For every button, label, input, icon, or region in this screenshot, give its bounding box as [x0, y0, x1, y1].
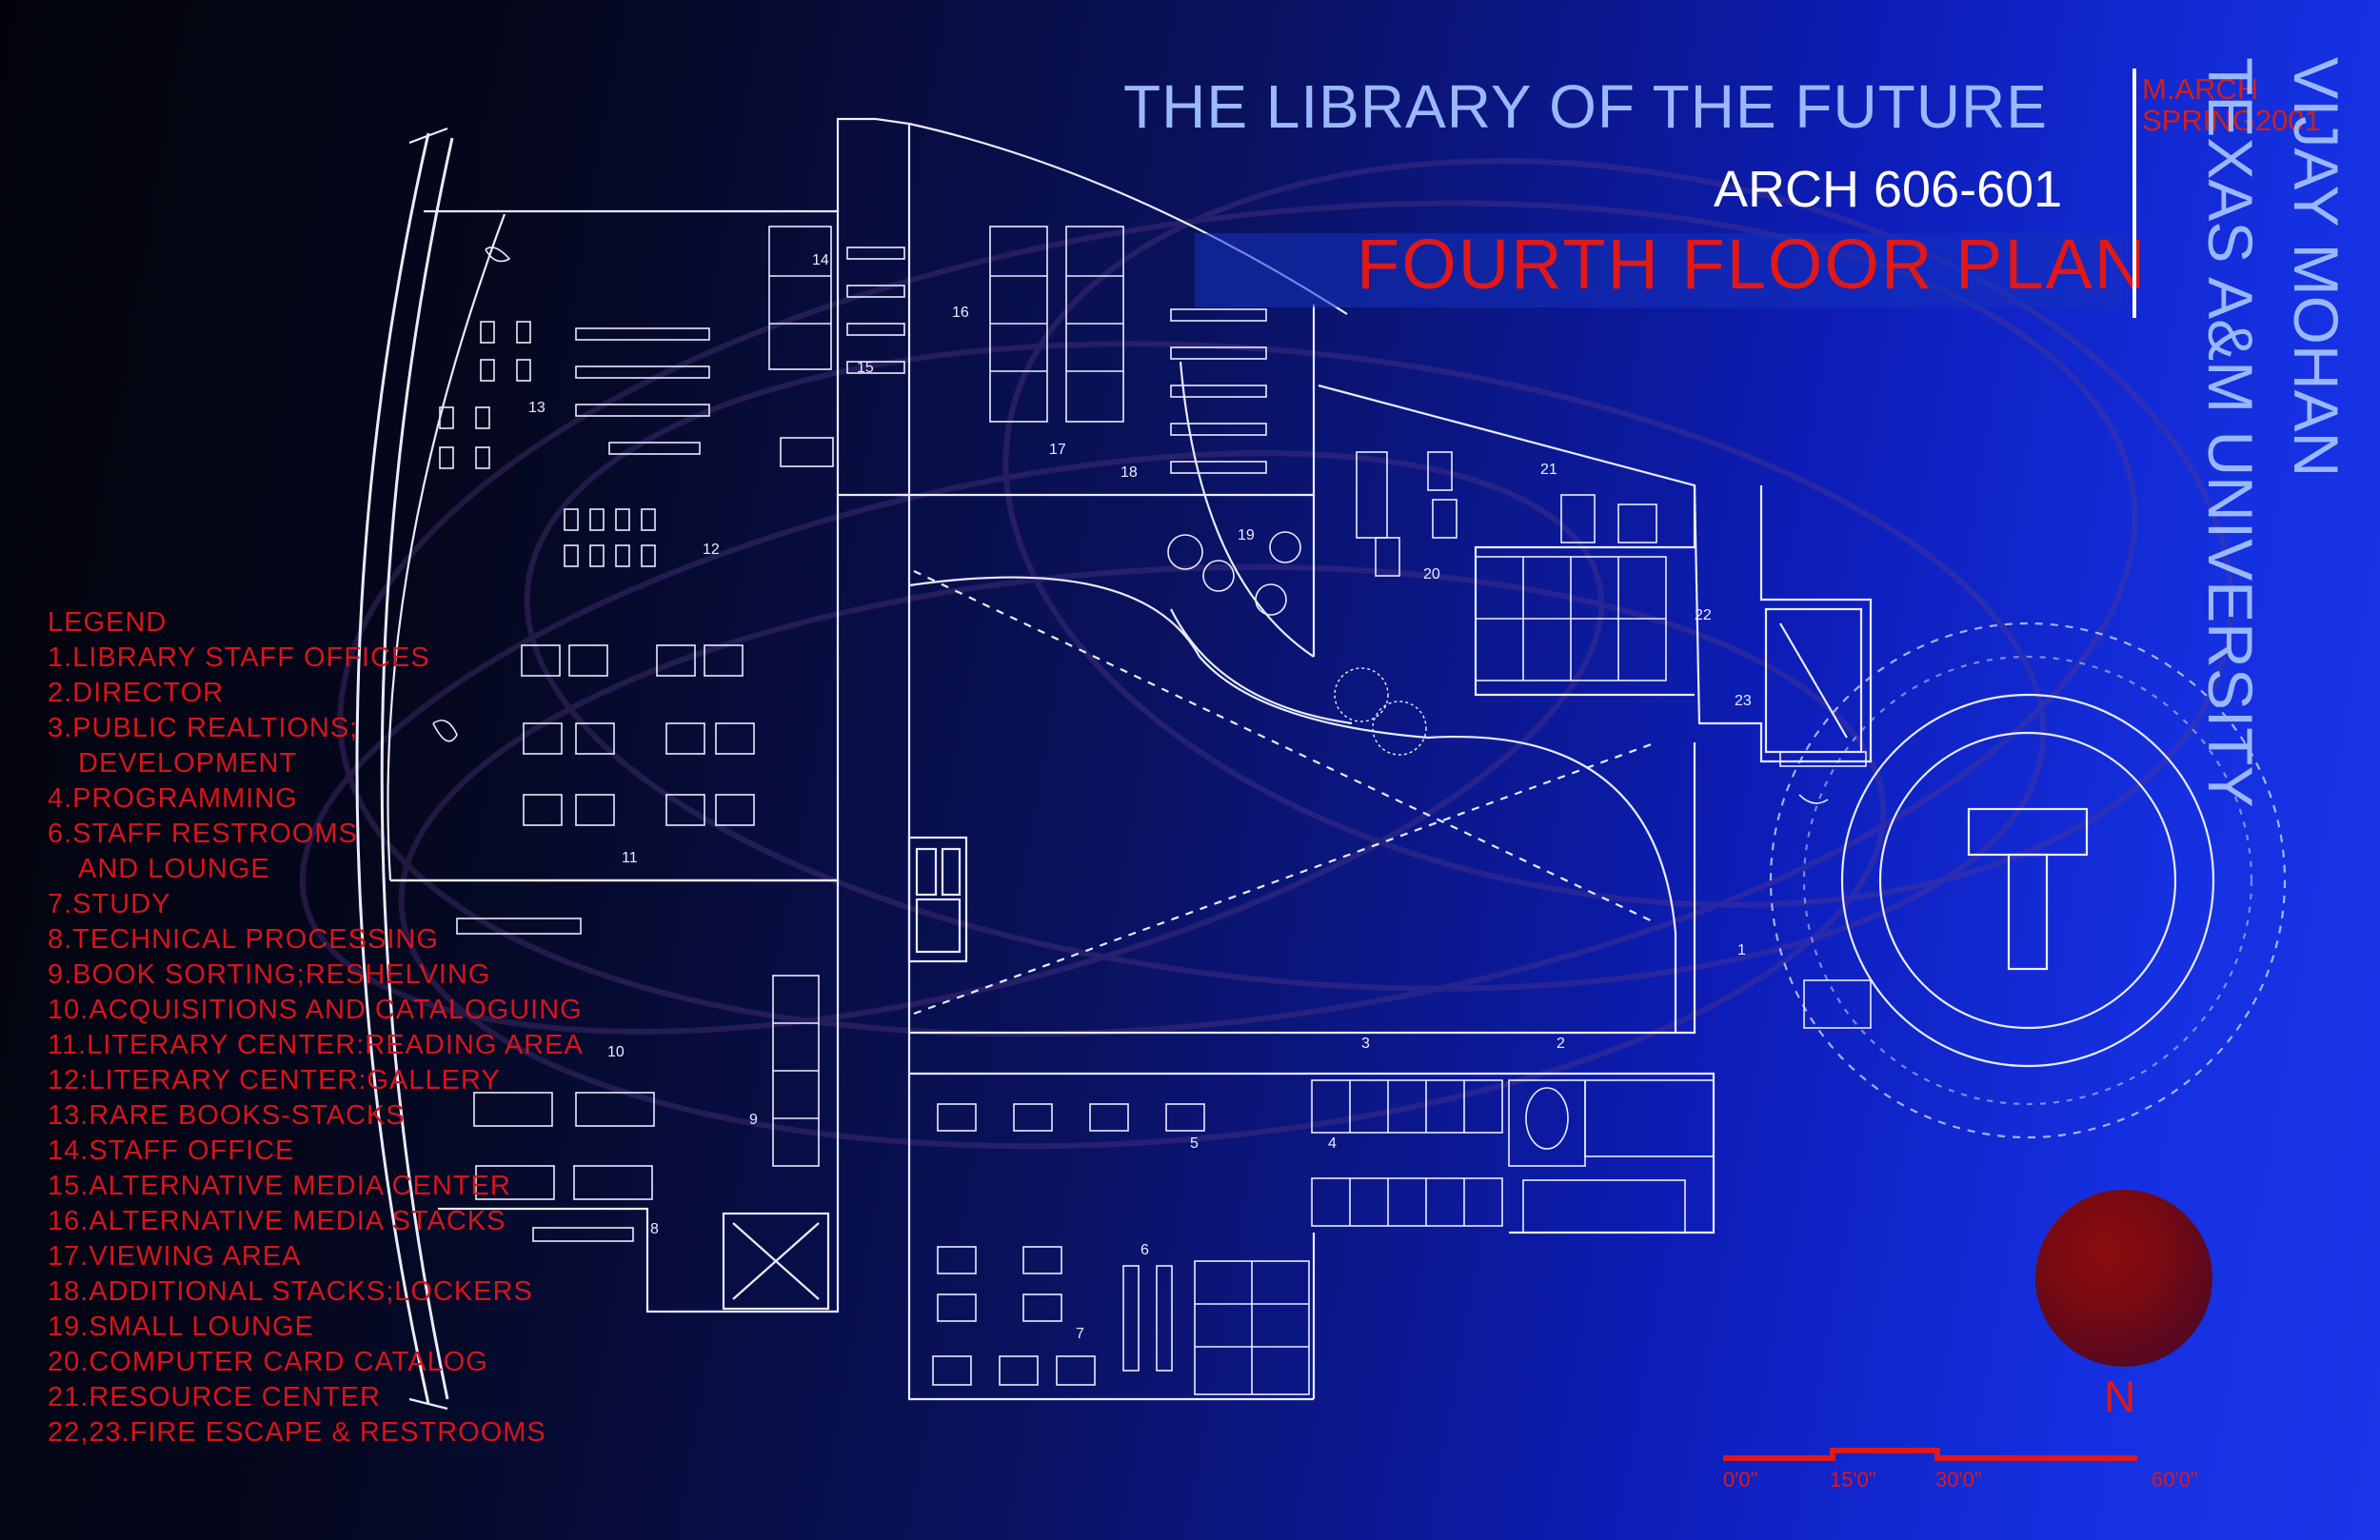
page-title: THE LIBRARY OF THE FUTURE: [1123, 72, 2048, 141]
legend-item: 6.STAFF RESTROOMS: [48, 819, 358, 849]
room-label-5: 5: [1190, 1135, 1199, 1152]
degree: M.ARCH: [2142, 72, 2259, 106]
course-code: ARCH 606-601: [1714, 161, 2063, 218]
legend-item: 12:LITERARY CENTER:GALLERY: [48, 1065, 501, 1096]
legend-item: 4.PROGRAMMING: [48, 783, 298, 814]
legend-item: 15.ALTERNATIVE MEDIA CENTER: [48, 1171, 511, 1201]
legend-heading: LEGEND: [48, 607, 168, 638]
legend-item: 7.STUDY: [48, 889, 171, 919]
room-label-7: 7: [1076, 1326, 1084, 1342]
scale-tick-60: 60'0": [2152, 1468, 2198, 1491]
legend-item: 10.ACQUISITIONS AND CATALOGUING: [48, 995, 583, 1025]
legend-item: 13.RARE BOOKS-STACKS: [48, 1100, 406, 1131]
room-label-19: 19: [1238, 527, 1255, 543]
legend-item: 3.PUBLIC REALTIONS;: [48, 713, 359, 743]
room-label-21: 21: [1540, 462, 1557, 478]
room-label-4: 4: [1328, 1135, 1337, 1152]
legend-item: 14.STAFF OFFICE: [48, 1135, 295, 1166]
room-label-22: 22: [1695, 607, 1712, 623]
scale-tick-15: 15'0": [1830, 1468, 1876, 1491]
scale-bar: [1723, 1448, 2137, 1461]
semester: SPRING2001: [2142, 103, 2321, 137]
legend-item: 18.ADDITIONAL STACKS;LOCKERS: [48, 1276, 533, 1307]
room-label-14: 14: [812, 252, 829, 268]
room-label-13: 13: [528, 400, 545, 416]
legend-item: 20.COMPUTER CARD CATALOG: [48, 1347, 488, 1377]
plan-name-backdrop: [1195, 233, 2123, 307]
room-label-6: 6: [1140, 1242, 1149, 1258]
legend-item: 2.DIRECTOR: [48, 678, 225, 708]
legend-item: 21.RESOURCE CENTER: [48, 1382, 381, 1412]
scale-tick-30: 30'0": [1935, 1468, 1982, 1491]
room-label-11: 11: [622, 850, 638, 866]
room-label-18: 18: [1121, 464, 1138, 481]
room-label-17: 17: [1049, 442, 1066, 458]
legend-item: 1.LIBRARY STAFF OFFICES: [48, 642, 430, 673]
building-walls: [355, 117, 1873, 1411]
scale-tick-0: 0'0": [1723, 1468, 1758, 1491]
legend-item: 22,23.FIRE ESCAPE & RESTROOMS: [48, 1417, 546, 1448]
room-label-10: 10: [607, 1044, 625, 1060]
legend-item: 8.TECHNICAL PROCESSING: [48, 924, 439, 955]
plan-name: FOURTH FLOOR PLAN: [1357, 225, 2148, 304]
north-label: N: [2104, 1372, 2136, 1421]
north-arrow-icon: [2035, 1190, 2212, 1367]
room-label-23: 23: [1735, 693, 1752, 709]
room-label-15: 15: [857, 360, 874, 376]
room-label-16: 16: [952, 305, 969, 321]
room-label-1: 1: [1737, 942, 1746, 958]
legend-item: DEVELOPMENT: [78, 748, 298, 779]
furniture: [432, 226, 1872, 1395]
room-label-20: 20: [1423, 566, 1440, 582]
legend-item: 9.BOOK SORTING;RESHELVING: [48, 959, 491, 990]
round-tower: [1769, 622, 2287, 1139]
room-label-9: 9: [749, 1112, 758, 1128]
author-name: VIJAY MOHAN: [2281, 57, 2351, 478]
background-sketch: [299, 158, 2234, 1150]
room-label-12: 12: [703, 542, 720, 558]
tree-icons: [1334, 667, 1427, 756]
legend: LEGEND 1.LIBRARY STAFF OFFICES 2.DIRECTO…: [48, 605, 584, 1451]
university-name: TEXAS A&M UNIVERSITY: [2195, 57, 2266, 808]
degree-semester: M.ARCH SPRING2001: [2142, 72, 2321, 137]
legend-item: AND LOUNGE: [78, 854, 270, 884]
legend-item: 16.ALTERNATIVE MEDIA STACKS: [48, 1206, 506, 1236]
legend-item: 11.LITERARY CENTER:READING AREA: [48, 1030, 584, 1060]
room-label-3: 3: [1361, 1036, 1370, 1052]
title-divider: [2132, 69, 2136, 318]
room-label-8: 8: [650, 1221, 659, 1237]
legend-item: 19.SMALL LOUNGE: [48, 1312, 314, 1342]
legend-item: 17.VIEWING AREA: [48, 1241, 302, 1272]
room-label-2: 2: [1557, 1036, 1565, 1052]
